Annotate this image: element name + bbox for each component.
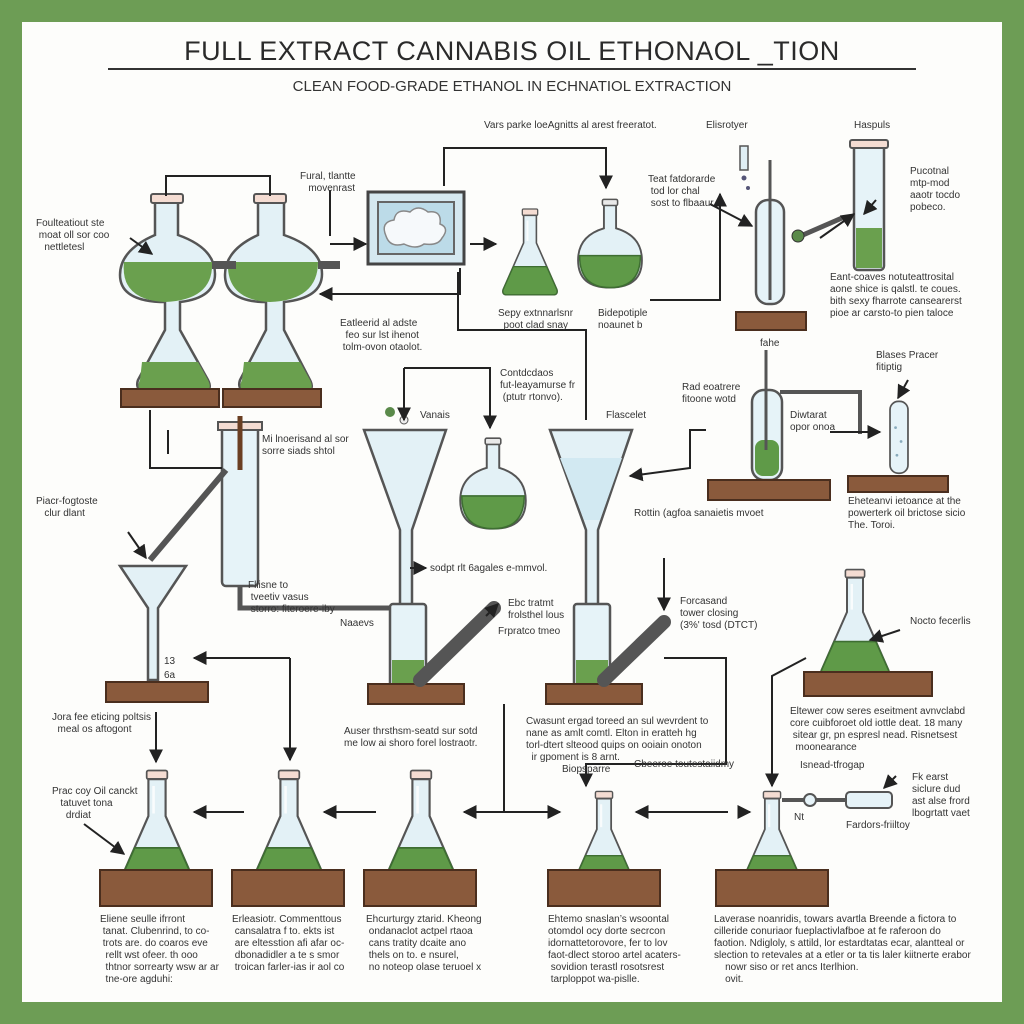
stand-bottom-2 [231, 869, 345, 907]
title-underline [108, 68, 916, 70]
annotation-n6: 6a [164, 670, 176, 681]
annotation-flascelet: Flascelet [606, 410, 647, 421]
annotation-fkearst: Fk earst siclure dud ast alse frord lbog… [912, 772, 970, 819]
annotation-blases: Blases Pracer fitiptig [876, 350, 939, 373]
stand-right-small [847, 475, 949, 493]
annotation-auser: Auser thrsthsm-seatd sur sotd me low ai … [344, 726, 478, 749]
stand-bottom-1 [99, 869, 213, 907]
erlenmeyer-flask-bottom-3 [383, 769, 459, 888]
annotation-redeoatrere: Rad eoatrere fitoone wotd [682, 382, 741, 405]
annotation-piacr: Piacr-fogtoste clur dlant [36, 496, 98, 519]
annotation-biopspare: Biopsparre [562, 764, 611, 775]
annotation-forcasand: Forcasand tower closing (3%' tosd (DTCT) [680, 596, 758, 631]
erlenmeyer-flask-bottom-2 [251, 769, 327, 888]
annotation-cwasunt: Cwasunt ergad toreed an sul wevrdent to … [526, 716, 709, 763]
stand-2 [222, 388, 322, 408]
stand-bottom-4 [547, 869, 661, 907]
page-title: FULL EXTRACT CANNABIS OIL ETHONAOL _TION [184, 36, 840, 66]
annotation-sepy: Sepy extnnarlsnr poot clad snay [498, 308, 574, 331]
annotation-fural: Fural, tlantte movenrast [300, 171, 356, 194]
annotation-praccoy: Prac coy Oil canckt tatuvet tona drdiat [52, 786, 138, 821]
erlenmeyer-flask-top-1 [501, 207, 559, 296]
stand-1 [120, 388, 220, 408]
page-subtitle: CLEAN FOOD-GRADE ETHANOL IN ECHNATIOL EX… [292, 78, 732, 95]
annotation-rottin: Rottin (agfoa sanaietis mvoet [634, 508, 764, 519]
annotation-eatleerid: Eatleerid al adste feo sur lst ihenot to… [340, 318, 423, 353]
overhead-line-top [165, 175, 271, 196]
annotation-teat: Teat fatdorarde tod lor chal sost to flb… [648, 174, 716, 209]
annotation-eheteani: Eheteanvi ietoance at the powerterk oil … [848, 496, 966, 531]
annotation-jora: Jora fee eticing poltsis meal os aftogon… [52, 712, 151, 735]
beaker-middle-right [545, 602, 671, 705]
stand-bottom-5 [715, 869, 829, 907]
annotation-elisrotyer: Elisrotyer [706, 120, 748, 131]
annotation-eltewer: Eltewer cow seres eseitment avnvclabd co… [790, 706, 966, 753]
stand-flask-right [803, 671, 933, 697]
annotation-ehtemo: Ehtemo snaslan’s wsoontal otomdol ocy do… [548, 914, 681, 985]
annotation-mlnoerisa: Mi lnoerisand al sor sorre siads shtol [262, 434, 349, 457]
annotation-bidepotiple: Bidepotiple noaunet b [598, 308, 648, 331]
annotation-naaevs: Naaevs [340, 618, 374, 629]
condenser-setup-right [707, 350, 862, 501]
middle-funnel-right [548, 428, 634, 612]
annotation-isnead: Isnead-tfrogap [800, 760, 865, 771]
annotation-vanais: Vanais [420, 410, 450, 421]
beaker-middle-left [367, 601, 501, 705]
annotation-eant: Eant-coaves notuteattrosital aone shice … [830, 272, 962, 319]
annotation-ehcurtury: Ehcurturgy ztarid. Kheong ondanaclot act… [366, 914, 482, 973]
test-tube-right [888, 400, 910, 475]
separatory-funnel-left [118, 193, 217, 394]
separatory-funnel-right [223, 193, 324, 394]
annotation-ebc: Ebc tratmt frolsthel lous [508, 598, 565, 621]
annotation-haspuls: Haspuls [854, 120, 891, 131]
drip-funnel-left [105, 564, 209, 703]
annotation-sodpt: sodpt rlt 6agales e-mmvol. [430, 563, 548, 574]
annotation-diwtarat: Diwtarat opor onoa [790, 410, 836, 433]
test-tube-setup-top [735, 145, 843, 331]
annotation-fllisne: Fllisne to tveetiv vasus storro: fiteroe… [248, 580, 335, 615]
annotation-n13: 13 [164, 656, 176, 667]
annotation-fahe: fahe [760, 338, 780, 349]
middle-funnel-left [362, 407, 448, 612]
annotation-contdcdaos: Contdcdaos fut-leayamurse fr (ptutr rton… [500, 368, 576, 403]
round-flask-middle [459, 437, 527, 530]
stand-bottom-3 [363, 869, 477, 907]
flow-arrows [83, 147, 911, 855]
annotation-nocto: Nocto fecerlis [910, 616, 971, 627]
annotation-fardors: Fardors-friiltoy [846, 820, 910, 831]
annotation-laverase: Laverase noanridis, towars avartla Breen… [714, 914, 971, 985]
column-tube-left [147, 416, 400, 611]
side-tube-bottom-right [782, 791, 893, 809]
round-flask-top [576, 198, 644, 289]
graduated-cylinder-top-right [849, 139, 889, 272]
annotation-pucotnal: Pucotnal mtp-mod aaotr tocdo pobeco. [910, 166, 961, 213]
erlenmeyer-flask-right [819, 568, 891, 679]
annotation-foutaotiout: Foulteatiout ste moat oll sor coo nettle… [36, 218, 110, 253]
annotation-frpratco: Frpratco tmeo [498, 626, 561, 637]
annotation-nt: Nt [794, 812, 804, 823]
plant-material-chamber [366, 190, 466, 266]
annotation-cseeroe: Cbeeroe toutestaiidmy [634, 759, 735, 770]
annotation-vars: Vars parke loeAgnitts al arest freeratot… [484, 120, 657, 131]
annotation-eliene: Eliene seulle ifrront tanat. Clubenrind,… [100, 914, 219, 985]
annotation-eriessiotr: Erleasiotr. Commenttous cansalatra f to.… [232, 914, 345, 973]
